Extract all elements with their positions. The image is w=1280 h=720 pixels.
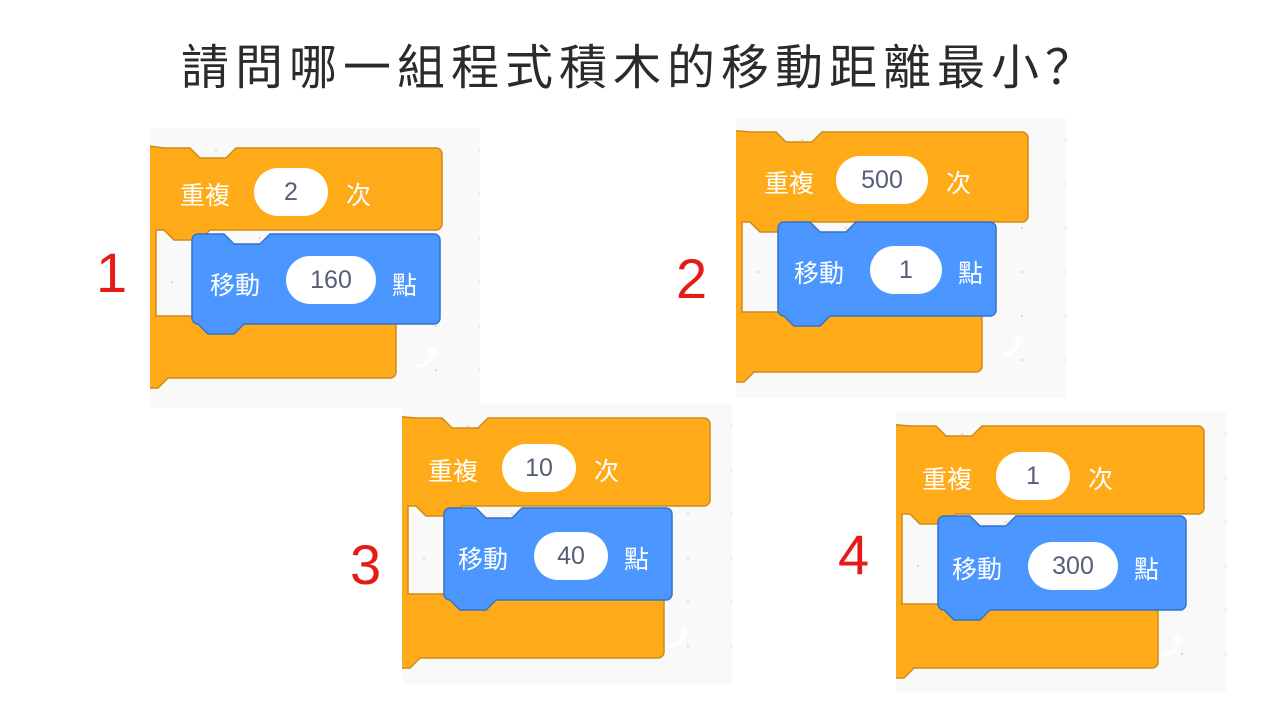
repeat-label: 重複	[180, 181, 231, 210]
move-label: 移動	[952, 555, 1003, 584]
times-label: 次	[594, 457, 620, 486]
repeat-count-input[interactable]: 2	[254, 168, 328, 216]
move-label: 移動	[794, 259, 845, 288]
unit-label: 點	[392, 271, 418, 300]
unit-label: 點	[1134, 555, 1160, 584]
code-block-panel-1: 重複 2 次 移動 160 點	[150, 128, 480, 408]
option-number-1: 1	[96, 241, 128, 304]
times-label: 次	[1088, 465, 1114, 494]
repeat-label: 重複	[764, 169, 815, 198]
unit-label: 點	[624, 545, 650, 574]
repeat-label: 重複	[922, 465, 973, 494]
move-steps-input[interactable]: 40	[534, 532, 608, 580]
move-steps-input[interactable]: 300	[1028, 542, 1118, 590]
loop-arrow-icon	[668, 625, 690, 648]
question-title: 請問哪一組程式積木的移動距離最小？	[180, 40, 1099, 96]
option-number-3: 3	[350, 533, 382, 596]
loop-arrow-icon	[416, 345, 438, 368]
repeat-block-3[interactable]	[402, 404, 732, 684]
repeat-count-input[interactable]: 10	[502, 444, 576, 492]
loop-arrow-icon	[1162, 633, 1184, 656]
option-number-4: 4	[838, 523, 870, 586]
unit-label: 點	[958, 259, 984, 288]
move-label: 移動	[210, 271, 261, 300]
move-steps-input[interactable]: 1	[870, 246, 942, 294]
code-block-panel-4: 重複 1 次 移動 300 點	[896, 412, 1226, 692]
repeat-count-input[interactable]: 500	[836, 156, 928, 204]
option-number-2: 2	[676, 247, 708, 310]
move-label: 移動	[458, 545, 509, 574]
code-block-panel-3: 重複 10 次 移動 40 點	[402, 404, 732, 684]
repeat-count-input[interactable]: 1	[996, 452, 1070, 500]
move-steps-input[interactable]: 160	[286, 256, 376, 304]
times-label: 次	[346, 181, 372, 210]
loop-arrow-icon	[1002, 333, 1024, 356]
times-label: 次	[946, 169, 972, 198]
repeat-label: 重複	[428, 457, 479, 486]
code-block-panel-2: 重複 500 次 移動 1 點	[736, 118, 1066, 398]
